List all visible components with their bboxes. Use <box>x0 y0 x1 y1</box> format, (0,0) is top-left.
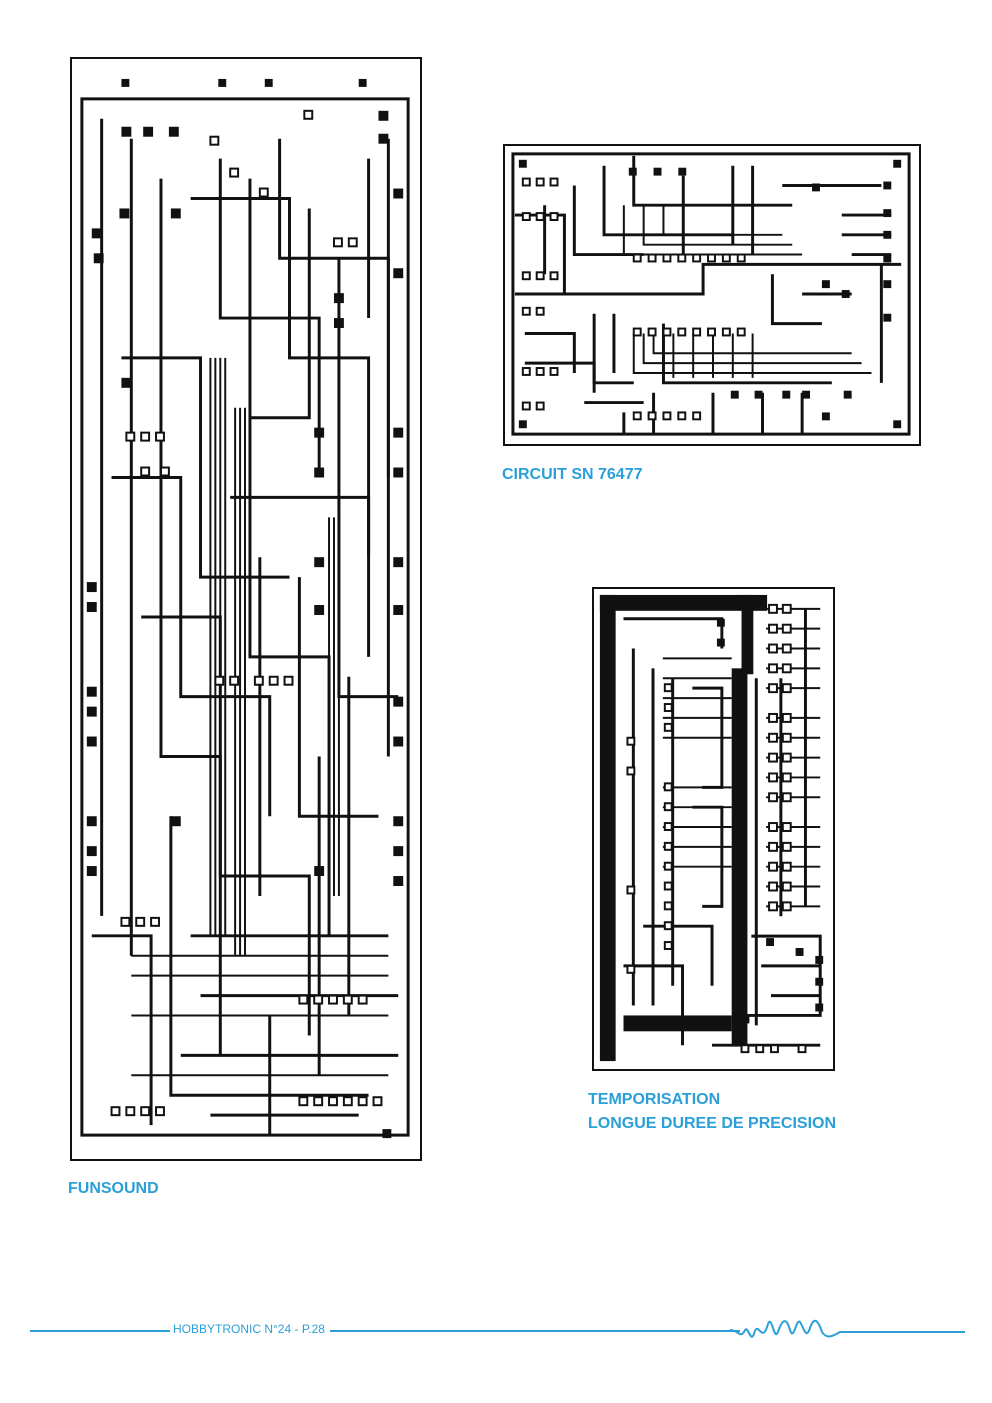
footer-rule-right <box>330 1330 740 1332</box>
pcb-sn76477-traces <box>511 152 911 436</box>
caption-temporisation-line1: TEMPORISATION <box>588 1091 721 1108</box>
pcb-temporisation <box>592 587 835 1071</box>
caption-temporisation-line2: LONGUE DUREE DE PRECISION <box>588 1115 837 1132</box>
pcb-sn76477 <box>503 144 921 446</box>
caption-funsound: FUNSOUND <box>68 1180 159 1197</box>
footer-page-ref: HOBBYTRONIC N°24 - P.28 <box>170 1322 328 1336</box>
caption-sn76477: CIRCUIT SN 76477 <box>502 466 643 483</box>
pcb-funsound-traces <box>80 78 410 1139</box>
pcb-temporisation-traces <box>599 594 824 1062</box>
footer-rule-left <box>30 1330 178 1332</box>
wave-logo-icon <box>730 1319 965 1338</box>
pcb-funsound <box>70 57 422 1161</box>
